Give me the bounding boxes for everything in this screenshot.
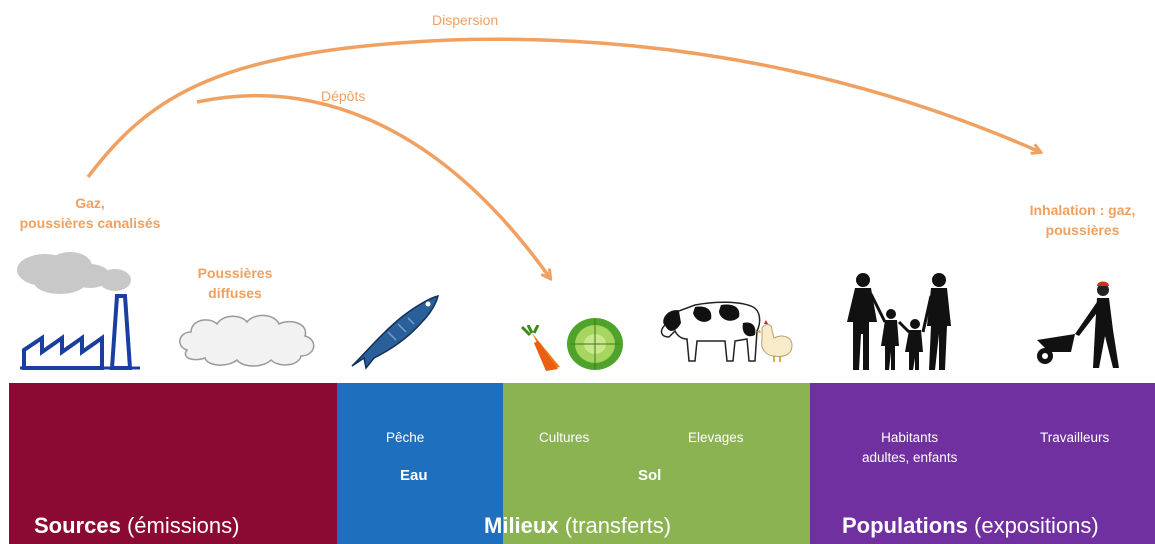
milieux-title: Milieux (transferts) [484,513,671,539]
poussieres-line1: Poussières [197,265,273,281]
dispersion-label: Dispersion [432,12,499,28]
depots-arrow [196,93,550,278]
sources-title: Sources (émissions) [34,513,239,539]
populations-title-rest: (expositions) [967,513,1099,538]
travailleurs-label: Travailleurs [1040,430,1110,445]
cultures-label: Cultures [539,430,590,445]
habitants-line2: adultes, enfants [862,450,958,465]
gaz-label-line2: poussières canalisés [19,215,161,231]
dispersion-arrow [86,37,1040,179]
gaz-label: Gaz, poussières canalisés [0,193,180,233]
peche-label: Pêche [386,430,425,445]
gaz-label-line1: Gaz, [75,195,105,211]
sol-label: Sol [638,467,662,484]
inhalation-line2: poussières [1045,222,1120,238]
milieux-title-bold: Milieux [484,513,559,538]
dust-cloud-icon [179,314,315,367]
carrot-icon [520,325,560,371]
chicken-icon [756,320,793,362]
habitants-line1: Habitants [881,430,939,445]
smoke-cloud-icon [17,252,131,294]
worker-wheelbarrow-icon [1037,281,1119,368]
sol-band [503,383,810,544]
family-icon [847,273,951,370]
sources-band [9,383,337,544]
populations-band [810,383,1155,544]
inhalation-label: Inhalation : gaz, poussières [1010,200,1155,240]
eau-label: Eau [400,467,428,484]
elevages-label: Elevages [688,430,744,445]
poussieres-line2: diffuses [208,285,262,301]
factory-icon [20,294,140,370]
fish-icon [351,294,440,370]
sources-title-bold: Sources [34,513,121,538]
populations-title-bold: Populations [842,513,968,538]
cow-icon [660,301,761,362]
poussieres-diffuses-label: Poussières diffuses [180,263,290,303]
eau-band [337,383,503,544]
cabbage-icon [567,318,623,370]
inhalation-line1: Inhalation : gaz, [1029,202,1136,218]
sources-title-rest: (émissions) [120,513,240,538]
depots-label: Dépôts [321,88,366,104]
habitants-label: Habitants adultes, enfants [862,428,957,468]
populations-title: Populations (expositions) [842,513,1099,539]
milieux-title-rest: (transferts) [558,513,672,538]
